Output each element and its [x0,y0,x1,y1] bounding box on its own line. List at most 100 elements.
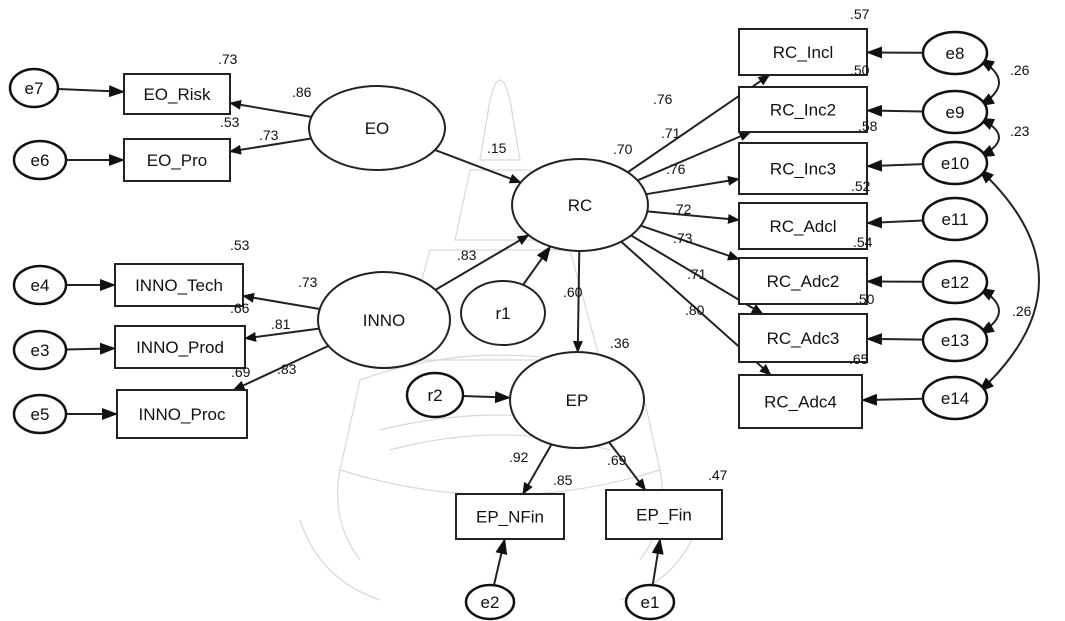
r-squared-value: .66 [230,300,250,316]
node-label: RC_Adc4 [764,393,837,412]
path-eo-to-rc [435,150,521,183]
error-path-e14-to-rc_adc4 [862,399,923,400]
path-rc-to-ep [578,251,580,352]
node-label: INNO_Tech [135,276,223,295]
node-label: EO_Pro [147,151,207,170]
node-label: e14 [941,389,969,408]
path-rc-to-rc_adc1 [647,211,739,220]
r-squared-value: .36 [610,335,630,351]
node-label: e2 [481,593,500,612]
node-rc_inc1: RC_Incl [739,29,867,75]
node-label: EO [365,119,390,138]
node-r2: r2 [407,373,463,417]
error-path-e13-to-rc_adc3 [867,339,923,340]
node-e7: e7 [10,69,58,107]
node-rc_adc3: RC_Adc3 [739,314,867,362]
node-e1: e1 [626,585,674,619]
path-coefficient: .73 [673,230,693,246]
node-rc_adc1: RC_Adcl [739,203,867,249]
node-e14: e14 [923,377,987,419]
node-label: e12 [941,273,969,292]
node-label: e5 [31,405,50,424]
r-squared-value: .70 [613,141,633,157]
path-inno-to-inno_tech [243,296,320,309]
path-coefficient: .83 [277,361,297,377]
r-squared-value: .54 [853,234,873,250]
covariance-coefficient: .23 [1010,123,1030,139]
error-path-r1-to-rc [523,246,550,284]
path-rc-to-rc_inc2 [637,132,750,180]
r-squared-value: .53 [220,114,240,130]
error-path-e11-to-rc_adc1 [867,220,923,223]
path-coefficient: .71 [661,125,681,141]
path-coefficient: .69 [607,452,627,468]
node-label: INNO_Proc [139,405,226,424]
node-label: e1 [641,593,660,612]
node-e6: e6 [14,141,66,179]
node-e5: e5 [14,395,66,433]
node-e8: e8 [923,32,987,74]
r-squared-value: .58 [858,118,878,134]
node-ep: EP [510,352,644,448]
node-e2: e2 [466,585,514,619]
node-label: r2 [427,386,442,405]
node-label: e8 [946,44,965,63]
node-ep_nfin: EP_NFin [456,494,564,539]
r-squared-value: .50 [855,291,875,307]
path-coefficient: .72 [672,201,692,217]
node-label: e7 [25,79,44,98]
path-coefficient: .76 [653,91,673,107]
node-label: e10 [941,154,969,173]
node-inno_prod: INNO_Prod [115,326,245,368]
path-coefficient: .73 [298,274,318,290]
path-coefficient: .92 [509,449,529,465]
path-coefficient: .86 [292,84,312,100]
node-inno_proc: INNO_Proc [117,390,247,438]
r-squared-value: .57 [850,6,870,22]
node-label: e6 [31,151,50,170]
node-rc: RC [512,159,648,251]
r-squared-value: .69 [231,364,251,380]
r-squared-value: .65 [849,351,869,367]
node-rc_adc4: RC_Adc4 [739,375,862,428]
node-label: RC_Adc3 [767,329,840,348]
r-squared-value: .47 [708,467,728,483]
r-squared-value: .50 [850,62,870,78]
node-label: e11 [941,210,968,229]
node-eo: EO [309,86,445,170]
error-path-r2-to-ep [463,396,510,398]
node-label: EP_NFin [476,508,544,527]
node-label: RC_Inc3 [770,160,836,179]
node-label: RC_Adcl [769,217,836,236]
path-coefficient: .71 [687,266,707,282]
path-coefficient: .80 [685,302,705,318]
r-squared-value: .52 [851,178,871,194]
node-label: e4 [31,276,50,295]
path-coefficient: .15 [487,140,507,156]
node-label: INNO_Prod [136,338,224,357]
covariance-coefficient: .26 [1010,62,1030,78]
node-e11: e11 [923,198,987,240]
node-label: EP_Fin [636,506,692,525]
node-e12: e12 [923,261,987,303]
node-label: r1 [495,304,510,323]
node-label: e13 [941,331,969,350]
node-label: RC_Inc2 [770,101,836,120]
r-squared-value: .73 [218,51,238,67]
error-path-e9-to-rc_inc2 [867,111,923,112]
path-coefficient: .76 [666,161,686,177]
covariance-coefficient: .26 [1012,303,1032,319]
path-eo-to-eo_risk [230,103,311,117]
node-e4: e4 [14,266,66,304]
node-label: EO_Risk [143,85,211,104]
node-label: e9 [946,103,965,122]
path-rc-to-rc_inc3 [646,179,739,194]
node-rc_inc2: RC_Inc2 [739,87,867,132]
node-e10: e10 [923,142,987,184]
node-label: e3 [31,341,50,360]
path-coefficient: .81 [271,316,291,332]
node-label: RC [568,196,593,215]
node-rc_adc2: RC_Adc2 [739,258,867,304]
r-squared-value: .85 [553,472,573,488]
